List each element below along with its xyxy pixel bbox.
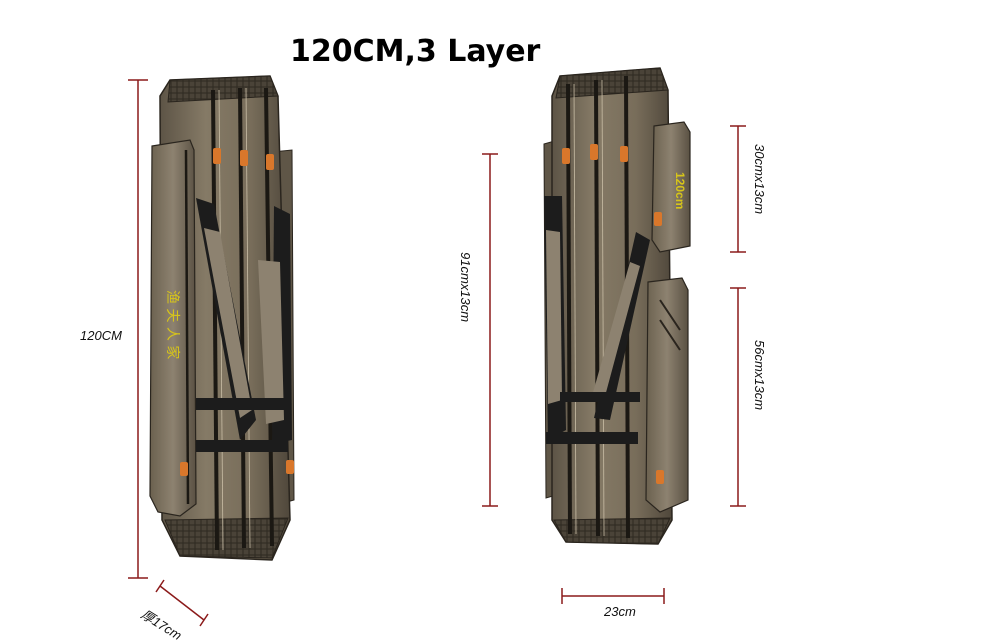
zipper-pull-icon [180, 462, 188, 476]
dimension-line-thickness [155, 579, 209, 627]
dim-label-top-pocket: 30cmx13cm [752, 144, 767, 215]
pocket-print: 120cm [673, 172, 687, 209]
dimension-line-width [561, 588, 665, 604]
zipper-pull-icon [213, 148, 221, 164]
bag-left-view: 渔 夫 人 家 [149, 75, 295, 561]
zipper-pull-icon [240, 150, 248, 166]
zipper-pull-icon [266, 154, 274, 170]
zipper-pull-icon [590, 144, 598, 160]
zipper-pull-icon [562, 148, 570, 164]
side-print: 渔 夫 人 家 [164, 290, 181, 359]
zipper-pull-icon [286, 460, 294, 474]
dimension-line-total [128, 79, 148, 579]
dim-label-width: 23cm [604, 604, 636, 619]
dimension-line-inner [482, 153, 498, 507]
page-title: 120CM,3 Layer [290, 34, 541, 69]
zipper-pull-icon [620, 146, 628, 162]
dim-label-inner-length: 91cmx13cm [458, 252, 473, 323]
dim-label-bottom-pocket: 56cmx13cm [752, 340, 767, 411]
dimension-line-bottom-pocket [730, 287, 746, 507]
dim-label-total-length: 120CM [80, 328, 122, 343]
bag-right-view: 120cm [543, 67, 691, 545]
zipper-pull-icon [656, 470, 664, 484]
zipper-pull-icon [654, 212, 662, 226]
dimension-line-top-pocket [730, 125, 746, 253]
